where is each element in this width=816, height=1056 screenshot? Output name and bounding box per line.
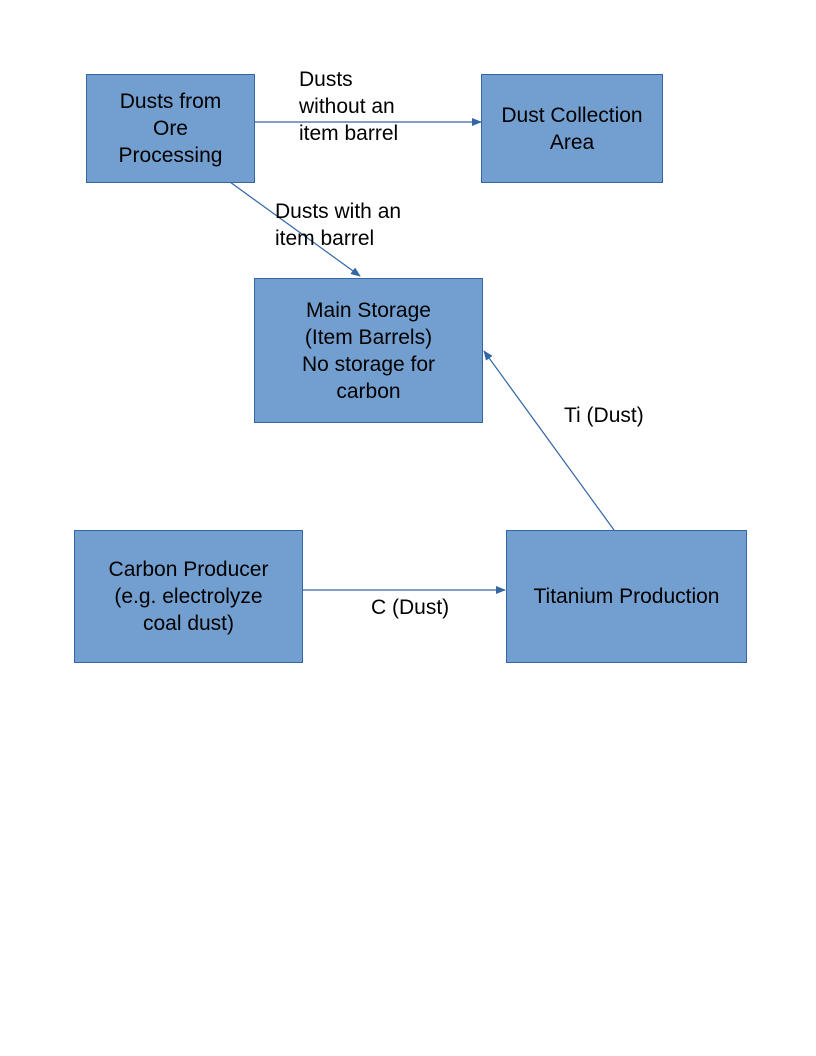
node-ore-processing: Dusts from Ore Processing [86,74,255,183]
edge-label-no-barrel: Dusts without an item barrel [299,68,399,145]
edge-label-with-barrel: Dusts with an item barrel [275,200,402,250]
node-carbon-producer: Carbon Producer (e.g. electrolyze coal d… [74,530,303,663]
node-carbon-producer-label: Carbon Producer (e.g. electrolyze coal d… [108,558,269,635]
edge-label-ti-dust: Ti (Dust) [564,404,644,427]
node-main-storage-label: Main Storage (Item Barrels) No storage f… [301,298,436,403]
arrow-titanium-to-main-storage [483,350,615,531]
arrow-ore-to-main-storage [229,181,361,277]
node-main-storage: Main Storage (Item Barrels) No storage f… [254,278,483,423]
edge-label-c-dust: C (Dust) [371,596,450,619]
node-dust-collection-label: Dust Collection Area [501,103,643,154]
node-ore-processing-label: Dusts from Ore Processing [118,90,223,167]
node-titanium-production-label: Titanium Production [533,585,720,608]
node-dust-collection: Dust Collection Area [481,74,663,183]
node-titanium-production: Titanium Production [506,530,747,663]
